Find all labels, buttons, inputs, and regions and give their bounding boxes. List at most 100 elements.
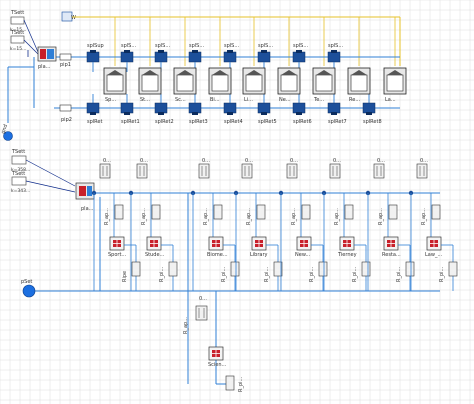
return-splitter[interactable]: splRet6: [292, 94, 312, 125]
supply-splitter[interactable]: splS...: [292, 43, 309, 72]
splitter-port: [331, 50, 337, 53]
return-splitter-label: splRet3: [189, 119, 208, 125]
pressure-source[interactable]: pSet: [21, 279, 36, 298]
upper-building[interactable]: Te...: [312, 67, 336, 103]
return-splitter[interactable]: splRet7: [327, 94, 347, 125]
building-body: [386, 74, 404, 92]
upper-tset-value-1: k=15...: [10, 27, 26, 33]
return-splitter-label: splRet5: [258, 119, 277, 125]
branch-bottom-label: R_pi...: [309, 266, 315, 282]
branch-building-label: Library: [250, 252, 268, 258]
splitter-body: [257, 51, 271, 63]
upper-building[interactable]: Sp...: [103, 67, 127, 103]
lower-tset-block-2[interactable]: TSett k=343...: [11, 171, 30, 194]
splitter-body: [327, 51, 341, 63]
upper-building-label: Re...: [349, 97, 361, 103]
supply-splitter-label: splSup: [87, 43, 104, 49]
upper-building[interactable]: Ne...: [277, 67, 301, 103]
ground-source[interactable]: gnd: [0, 66, 34, 141]
return-splitter[interactable]: splRet4: [223, 94, 243, 125]
supply-splitter[interactable]: splSup: [86, 43, 104, 72]
branch-building-label: Resta...: [382, 252, 401, 258]
return-splitter[interactable]: splRet2: [154, 94, 174, 125]
branch-top-label: 0...: [140, 158, 148, 164]
heat-bus: [72, 16, 401, 66]
splitter-port: [261, 112, 267, 115]
branch-bottom-pipe: [318, 261, 328, 277]
upper-pipe-1[interactable]: pip1: [59, 53, 72, 68]
upper-building[interactable]: Re...: [347, 67, 371, 103]
return-splitter-label: splRet6: [293, 119, 312, 125]
building-roof: [351, 70, 367, 75]
building-roof: [246, 70, 262, 75]
supply-splitter-label: splS...: [258, 43, 274, 49]
lower-tset-label-2: TSett: [11, 171, 25, 177]
branch-pipe: [114, 204, 124, 220]
splitter-port: [158, 112, 164, 115]
upper-building[interactable]: Li...: [242, 67, 266, 103]
upper-building-label: La...: [385, 97, 396, 103]
lower-branch[interactable]: 0...R_ap...Stude...R_pi...: [128, 158, 178, 291]
building-body: [106, 74, 124, 92]
branch-top-label: 0...: [202, 158, 210, 164]
upper-tset-label-2: TSett: [10, 30, 24, 36]
branch-side-label: R_ap...: [246, 208, 252, 225]
branch-bottom-label: R_pi...: [221, 266, 227, 282]
branch-valve: [416, 163, 428, 179]
lower-branch[interactable]: 0...R_ap...Law_...R_pi...: [408, 158, 458, 291]
lower-branch[interactable]: 0...R_ap...Resta...R_pi...: [365, 158, 415, 291]
supply-splitter[interactable]: splS...: [120, 43, 137, 72]
splitter-body: [188, 51, 202, 63]
upper-plant[interactable]: pla...: [37, 46, 57, 70]
branch-side-label: R_ap...: [141, 208, 147, 225]
branch-top-label: 0...: [103, 158, 111, 164]
lower-tset-label-1: TSett: [11, 149, 25, 155]
branch-bottom-label: R_pi...: [352, 266, 358, 282]
lower-branch[interactable]: 0...R_ap...Sport...Ripe: [91, 158, 141, 291]
splitter-body: [362, 102, 376, 114]
splitter-body: [120, 51, 134, 63]
supply-splitter-label: splS...: [189, 43, 205, 49]
lower-tset-value-1: k=358...: [11, 167, 30, 173]
return-splitter[interactable]: splRet3: [188, 94, 208, 125]
splitter-port: [227, 50, 233, 53]
upper-tset-value-2: k=15...: [10, 46, 26, 52]
return-splitter[interactable]: splRet: [86, 94, 102, 125]
return-splitter[interactable]: splRet1: [120, 94, 140, 125]
splitter-port: [296, 50, 302, 53]
upper-building-label: Te...: [313, 97, 324, 103]
lower-branch[interactable]: 0...R_ap...LibraryR_pi...: [233, 158, 283, 291]
upper-tset-block-2[interactable]: TSett k=15...: [10, 30, 26, 52]
building-body: [211, 74, 229, 92]
splitter-body: [86, 102, 100, 114]
lower-plant[interactable]: pla...: [75, 182, 95, 212]
return-splitter-label: splRet8: [363, 119, 382, 125]
building-roof: [177, 70, 193, 75]
return-splitter[interactable]: splRet8: [362, 94, 382, 125]
branch-bottom-pipe: [230, 261, 240, 277]
science-branch[interactable]: 0... R_ap... Scien... R_pi...: [183, 296, 244, 392]
branch-valve: [286, 163, 298, 179]
upper-pipe-2[interactable]: pip2: [59, 104, 72, 123]
lower-network: TSett k=358... TSett k=343... pSet pla..…: [11, 149, 458, 392]
branch-building-label: Tierney: [337, 252, 357, 258]
science-bottom-label: R_pi...: [238, 376, 244, 392]
building-body: [315, 74, 333, 92]
lower-branches: 0...R_ap...Sport...Ripe0...R_ap...Stude.…: [91, 158, 458, 291]
splitter-body: [223, 102, 237, 114]
lower-branch[interactable]: 0...R_ap...TierneyR_pi...: [321, 158, 371, 291]
upper-building-label: St...: [140, 97, 150, 103]
upper-building-label: Ne...: [279, 97, 291, 103]
upper-building[interactable]: Sc...: [173, 67, 197, 103]
upper-building[interactable]: St...: [138, 67, 162, 103]
return-splitter[interactable]: splRet5: [257, 94, 277, 125]
branch-building-label: Sport...: [108, 252, 127, 258]
lower-branch[interactable]: 0...R_ap...New...R_pi...: [278, 158, 328, 291]
upper-building[interactable]: Bi...: [208, 67, 232, 103]
branch-side-label: R_ap...: [291, 208, 297, 225]
lower-signal-line-2: [25, 180, 76, 193]
splitter-port: [296, 112, 302, 115]
lower-branch[interactable]: 0...R_ap...Biome...R_pi...: [190, 158, 240, 291]
upper-building[interactable]: La...: [383, 67, 407, 103]
branch-bottom-pipe: [405, 261, 415, 277]
